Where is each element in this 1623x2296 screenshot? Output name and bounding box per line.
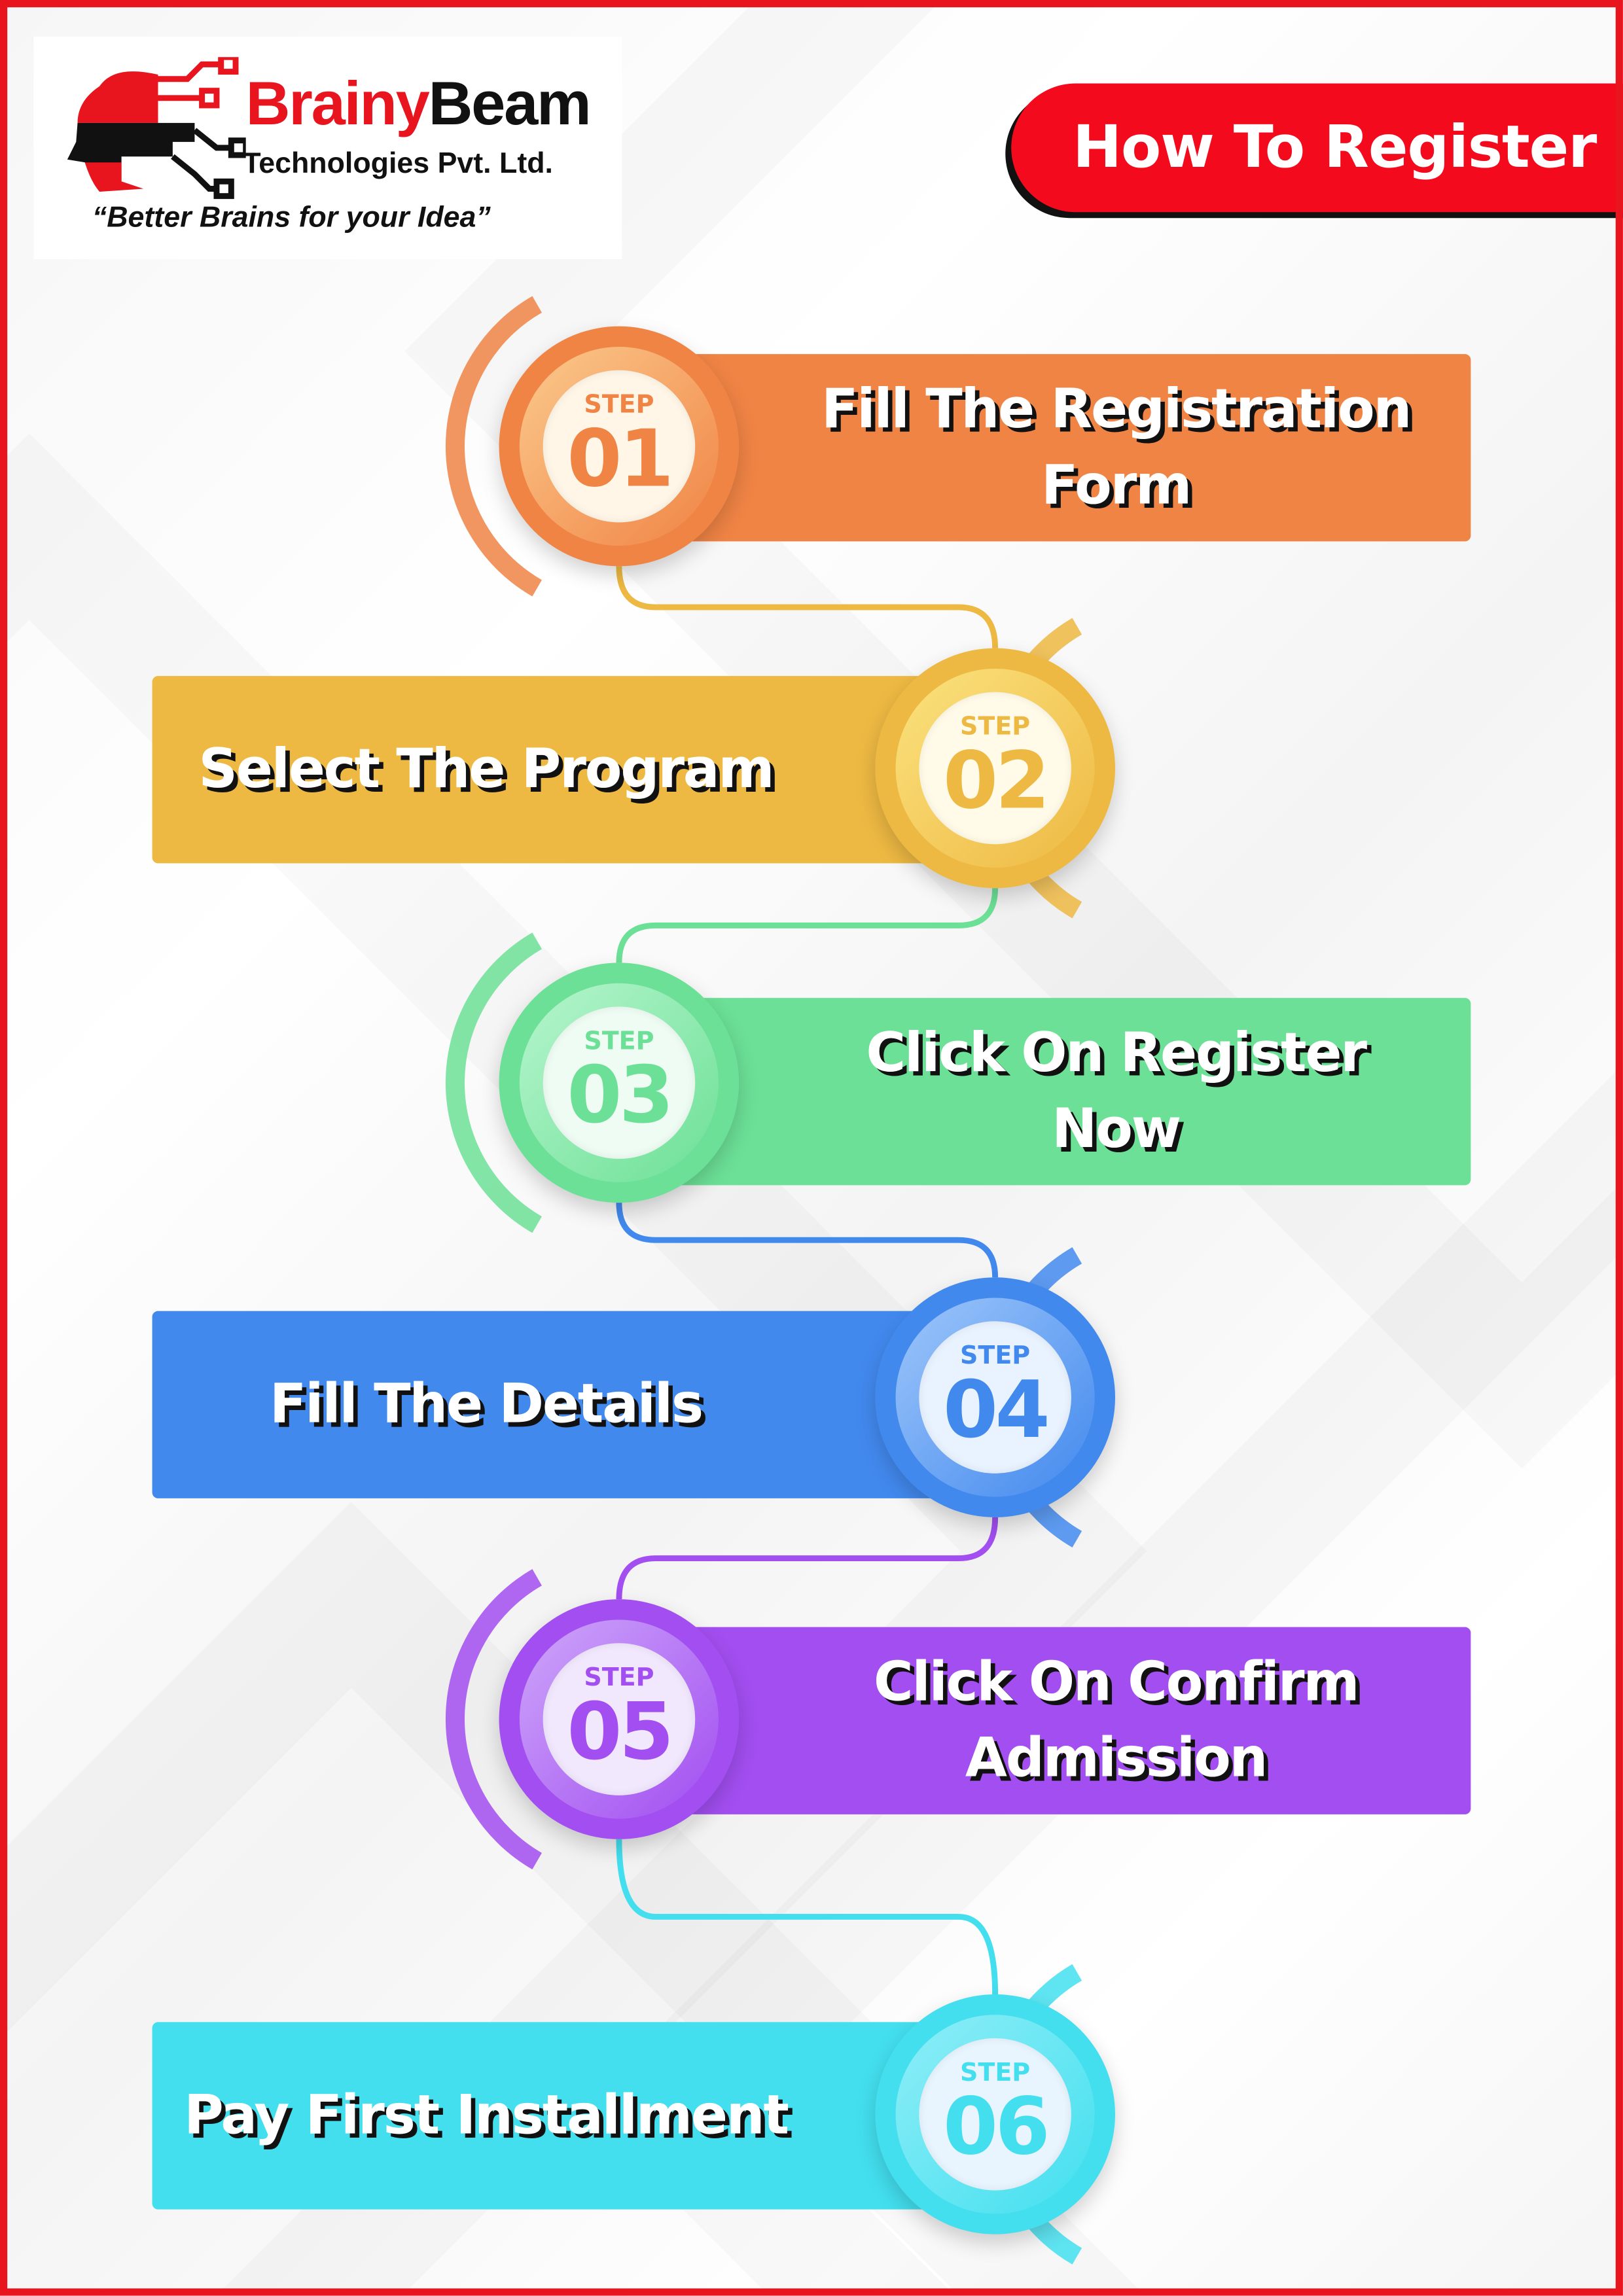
step-label: STEP [584, 1027, 654, 1057]
brain-head-icon [67, 57, 246, 200]
tagline: “Better Brains for your Idea” [92, 202, 491, 234]
step-bar-06: Pay First Installment [152, 2022, 937, 2210]
step-number: 04 [943, 1364, 1050, 1457]
step-bar-03: Click On Register Now [673, 998, 1471, 1186]
step-text: Fill The Registration Form [821, 377, 1412, 517]
step-text: Select The Program [198, 737, 774, 801]
step-text: Click On Register Now [866, 1021, 1367, 1161]
brand-name: BrainyBeam [245, 69, 592, 139]
step-bar-01: Fill The Registration Form [673, 354, 1471, 542]
company-logo: BrainyBeam Technologies Pvt. Ltd. “Bette… [33, 36, 622, 259]
step-number: 06 [943, 2080, 1050, 2173]
brand-name-part2: Beam [428, 69, 592, 138]
step-bar-04: Fill The Details [152, 1311, 937, 1498]
page-title: How To Register [1073, 114, 1597, 182]
step-text: Pay First Installment [184, 2083, 789, 2147]
step-number: 03 [567, 1049, 674, 1142]
brand-name-part1: Brainy [245, 69, 430, 138]
connector-02-03 [616, 888, 999, 963]
company-line: Technologies Pvt. Ltd. [243, 147, 554, 181]
step-number: 02 [943, 734, 1050, 827]
step-label: STEP [584, 1663, 654, 1693]
step-label: STEP [584, 391, 654, 420]
step-number: 01 [567, 412, 674, 505]
step-bar-05: Click On Confirm Admission [673, 1627, 1471, 1814]
step-number: 05 [567, 1686, 674, 1778]
step-text: Fill The Details [269, 1372, 704, 1436]
step-text: Click On Confirm Admission [873, 1650, 1360, 1790]
step-bar-02: Select The Program [152, 676, 937, 864]
page-title-badge: How To Register [1011, 83, 1623, 213]
